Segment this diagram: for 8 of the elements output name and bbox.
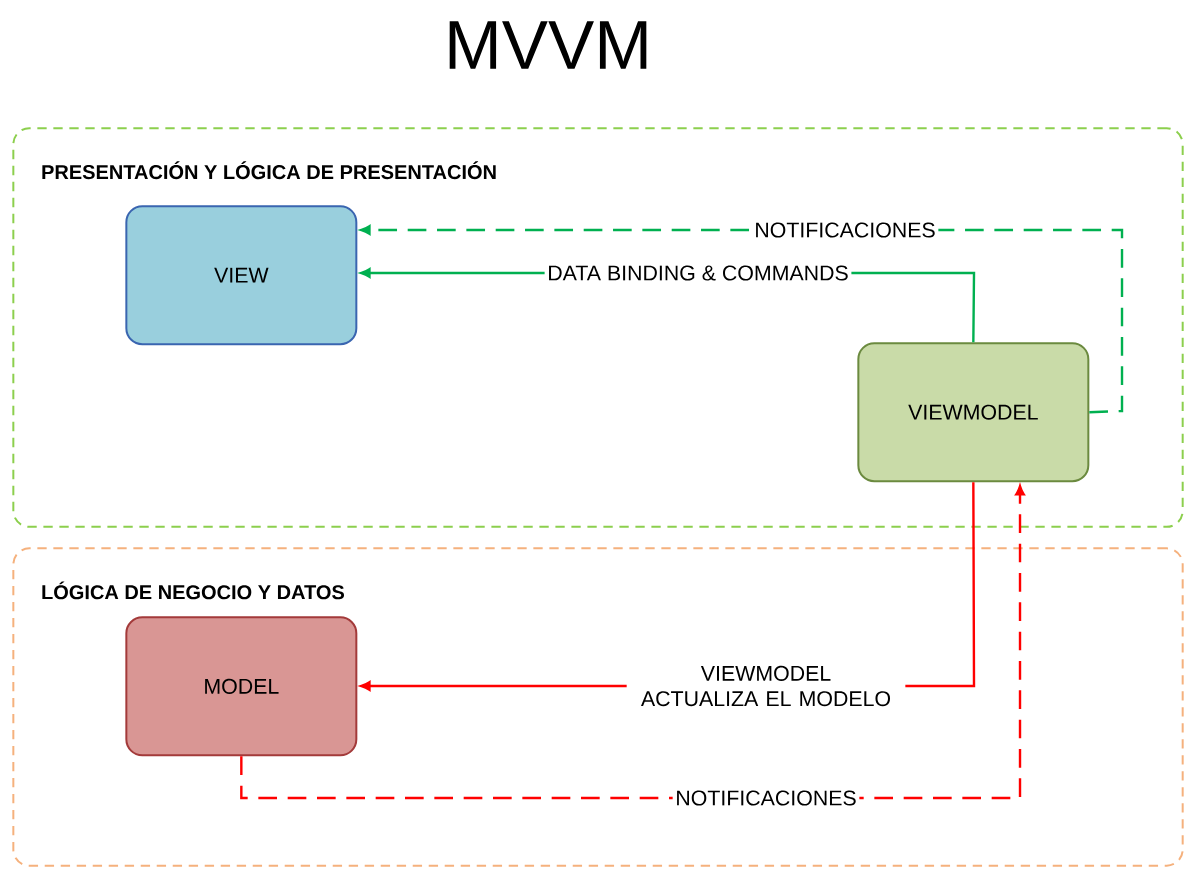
title: MVVM: [449, 21, 647, 69]
edge-label: NOTIFICACIONES: [672, 787, 860, 809]
component-box: VIEW: [125, 205, 358, 346]
edge-label: VIEWMODEL ACTUALIZA EL MODELO: [626, 663, 906, 709]
edge-label: NOTIFICACIONES: [751, 219, 939, 241]
component-box: VIEWMODEL: [857, 342, 1090, 483]
edge-label: DATA BINDING & COMMANDS: [544, 262, 852, 284]
component-box: MODEL: [125, 616, 358, 757]
